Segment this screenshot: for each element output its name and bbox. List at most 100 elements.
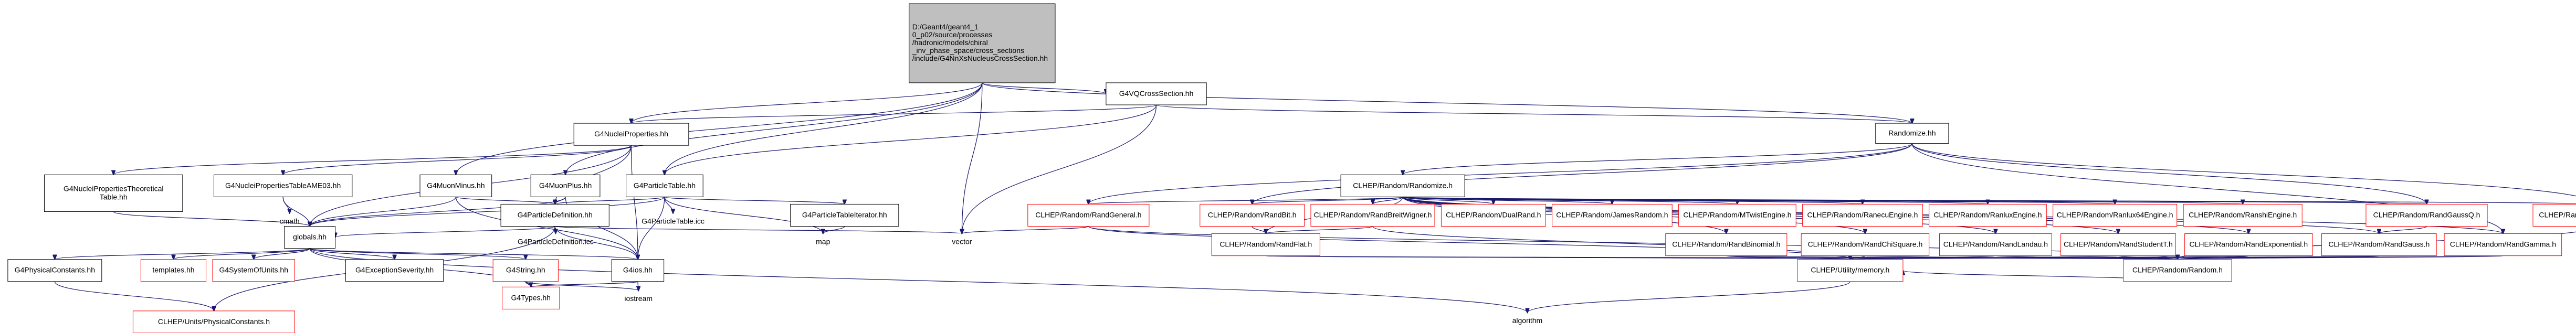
node-label: G4MuonMinus.hh bbox=[427, 181, 485, 189]
edge-G4ParticleDefinition-to-G4ios bbox=[554, 226, 638, 260]
node-box bbox=[1310, 203, 1435, 227]
edge-root-to-G4NucleiProperties bbox=[632, 82, 983, 123]
node-label: cmath bbox=[280, 217, 300, 225]
node-label: 0_p02/source/processes bbox=[912, 30, 993, 39]
node-label: CLHEP/Random/RandLandau.h bbox=[1943, 240, 2048, 249]
node-dual-rand[interactable]: CLHEP/Random/DualRand.h bbox=[1441, 203, 1546, 227]
edge-RandGeneral-to-vector bbox=[962, 225, 1089, 234]
node-box bbox=[2444, 233, 2562, 256]
node-g4-system-of-units[interactable]: G4SystemOfUnits.hh bbox=[212, 259, 296, 282]
node-label: globals.hh bbox=[293, 233, 327, 241]
node-box bbox=[500, 203, 609, 227]
edge-RandBinomial-to-UtilityMemory bbox=[1726, 256, 1850, 260]
node-mtwist-engine[interactable]: CLHEP/Random/MTwistEngine.h bbox=[1678, 203, 1796, 227]
edge-globals-to-G4ios bbox=[309, 248, 638, 260]
node-rand-landau[interactable]: CLHEP/Random/RandLandau.h bbox=[1939, 233, 2052, 256]
node-box bbox=[790, 203, 899, 227]
node-rand-chi-square[interactable]: CLHEP/Random/RandChiSquare.h bbox=[1801, 233, 1930, 256]
edge-ClhepRandomize-to-DualRand bbox=[1402, 196, 1494, 204]
edge-RandGaussQ-to-RandGauss bbox=[2379, 225, 2427, 234]
node-label: G4ExceptionSeverity.hh bbox=[355, 266, 434, 274]
edge-Randomize-to-ClhepRandomize bbox=[1403, 143, 1912, 175]
node-g4-particle-definition[interactable]: G4ParticleDefinition.hh bbox=[500, 203, 609, 227]
node-g4-nuclei-properties[interactable]: G4NucleiProperties.hh bbox=[573, 123, 689, 146]
node-box bbox=[1340, 174, 1465, 197]
node-label: G4ParticleTableIterator.hh bbox=[802, 210, 887, 219]
node-clhep-randomize[interactable]: CLHEP/Random/Randomize.h bbox=[1340, 174, 1465, 197]
node-g4-vqcross-section[interactable]: G4VQCrossSection.hh bbox=[1106, 82, 1207, 105]
edge-Randomize-to-RandBit bbox=[1252, 143, 1912, 205]
node-algorithm[interactable]: algorithm bbox=[1512, 316, 1543, 325]
node-iostream[interactable]: iostream bbox=[624, 294, 653, 303]
node-rand-general[interactable]: CLHEP/Random/RandGeneral.h bbox=[1027, 203, 1150, 227]
edge-G4NucleiProperties-to-G4NucleiPropertiesTheoretical bbox=[113, 145, 632, 175]
node-g4-muon-minus[interactable]: G4MuonMinus.hh bbox=[419, 174, 492, 197]
node-physical-constants[interactable]: CLHEP/Units/PhysicalConstants.h bbox=[132, 310, 296, 333]
edge-globals-to-G4String bbox=[309, 248, 525, 260]
node-g4-particle-table[interactable]: G4ParticleTable.hh bbox=[626, 174, 703, 197]
edge-globals-to-algorithm bbox=[309, 248, 1527, 313]
node-cmath[interactable]: cmath bbox=[280, 217, 300, 225]
node-root[interactable]: D:/Geant4/geant4_10_p02/source/processes… bbox=[909, 3, 1056, 83]
node-box bbox=[44, 174, 183, 212]
node-box bbox=[212, 259, 296, 282]
node-label: CLHEP/Random/RandBinomial.h bbox=[1672, 240, 1780, 249]
node-label: G4VQCrossSection.hh bbox=[1119, 89, 1194, 98]
node-randomize[interactable]: Randomize.hh bbox=[1875, 123, 1949, 144]
node-rand-gauss[interactable]: CLHEP/Random/RandGauss.h bbox=[2321, 233, 2437, 256]
node-label: CLHEP/Random/RandBit.h bbox=[1208, 210, 1297, 219]
node-james-random[interactable]: CLHEP/Random/JamesRandom.h bbox=[1552, 203, 1673, 227]
node-g4-exception-severity[interactable]: G4ExceptionSeverity.hh bbox=[345, 259, 444, 282]
edge-Randomize-to-RandGaussQ bbox=[1911, 143, 2426, 205]
node-label: G4ios.hh bbox=[623, 266, 653, 274]
node-box bbox=[2123, 259, 2232, 282]
node-label: CLHEP/Random/RanluxEngine.h bbox=[1933, 210, 2042, 219]
node-rand-gauss-q[interactable]: CLHEP/Random/RandGaussQ.h bbox=[2365, 203, 2488, 227]
edge-G4MuonPlus-to-globals bbox=[310, 197, 566, 226]
node-label: CLHEP/Random/RanecuEngine.h bbox=[1807, 210, 1918, 219]
node-ranshi-engine[interactable]: CLHEP/Random/RanshiEngine.h bbox=[2183, 203, 2302, 227]
node-vector[interactable]: vector bbox=[952, 237, 972, 245]
node-utility-memory[interactable]: CLHEP/Utility/memory.h bbox=[1797, 259, 1904, 282]
edge-root-to-Randomize bbox=[982, 82, 1912, 123]
node-rand-poisson-q[interactable]: CLHEP/Random/RandPoissonQ.h bbox=[2532, 203, 2576, 227]
node-ranecu-engine[interactable]: CLHEP/Random/RanecuEngine.h bbox=[1802, 203, 1923, 227]
node-label: CLHEP/Random/RandGaussQ.h bbox=[2373, 210, 2480, 219]
node-rand-bit[interactable]: CLHEP/Random/RandBit.h bbox=[1200, 203, 1305, 227]
node-g4-particle-table-icc[interactable]: G4ParticleTable.icc bbox=[642, 217, 705, 225]
node-g4-types[interactable]: G4Types.hh bbox=[502, 286, 560, 309]
node-rand-gamma[interactable]: CLHEP/Random/RandGamma.h bbox=[2444, 233, 2562, 256]
node-g4-string[interactable]: G4String.hh bbox=[492, 259, 559, 282]
node-label: CLHEP/Units/PhysicalConstants.h bbox=[158, 317, 270, 326]
node-label: G4NucleiPropertiesTheoretical bbox=[64, 184, 164, 192]
node-map[interactable]: map bbox=[816, 237, 830, 245]
node-rand-exponential[interactable]: CLHEP/Random/RandExponential.h bbox=[2184, 233, 2313, 256]
node-g4-physical-constants[interactable]: G4PhysicalConstants.hh bbox=[7, 259, 102, 282]
node-rand-flat[interactable]: CLHEP/Random/RandFlat.h bbox=[1211, 233, 1320, 256]
node-g4ios[interactable]: G4ios.hh bbox=[611, 259, 665, 282]
node-globals[interactable]: globals.hh bbox=[284, 226, 336, 249]
node-ranlux64-engine[interactable]: CLHEP/Random/Ranlux64Engine.h bbox=[2053, 203, 2178, 227]
node-label: G4Types.hh bbox=[511, 293, 551, 302]
node-rand-breit-wigner[interactable]: CLHEP/Random/RandBreitWigner.h bbox=[1310, 203, 1435, 227]
node-g4-particle-definition-icc[interactable]: G4ParticleDefinition.icc bbox=[518, 237, 594, 245]
node-rand-student-t[interactable]: CLHEP/Random/RandStudentT.h bbox=[2060, 233, 2176, 256]
edge-G4MuonMinus-to-globals bbox=[310, 197, 456, 226]
node-box bbox=[611, 259, 665, 282]
node-label: CLHEP/Random/RandChiSquare.h bbox=[1808, 240, 1923, 249]
node-box bbox=[2321, 233, 2437, 256]
node-g4-particle-table-iterator[interactable]: G4ParticleTableIterator.hh bbox=[790, 203, 899, 227]
node-rand-binomial[interactable]: CLHEP/Random/RandBinomial.h bbox=[1665, 233, 1788, 256]
node-label: CLHEP/Random/RandExponential.h bbox=[2190, 240, 2308, 249]
edge-G4MuonMinus-to-G4ParticleDefinition bbox=[455, 196, 555, 204]
node-label: CLHEP/Random/MTwistEngine.h bbox=[1683, 210, 1791, 219]
node-clhep-random[interactable]: CLHEP/Random/Random.h bbox=[2123, 259, 2232, 282]
node-g4-muon-plus[interactable]: G4MuonPlus.hh bbox=[530, 174, 601, 197]
edge-ClhepRandomize-to-RandBit bbox=[1252, 196, 1403, 204]
node-templates[interactable]: templates.hh bbox=[140, 259, 207, 282]
node-ranlux-engine[interactable]: CLHEP/Random/RanluxEngine.h bbox=[1929, 203, 2047, 227]
node-g4-nuclei-properties-table-ame03[interactable]: G4NucleiPropertiesTableAME03.hh bbox=[213, 174, 353, 197]
edge-ClhepRandomize-to-RandGeneral bbox=[1088, 196, 1403, 204]
